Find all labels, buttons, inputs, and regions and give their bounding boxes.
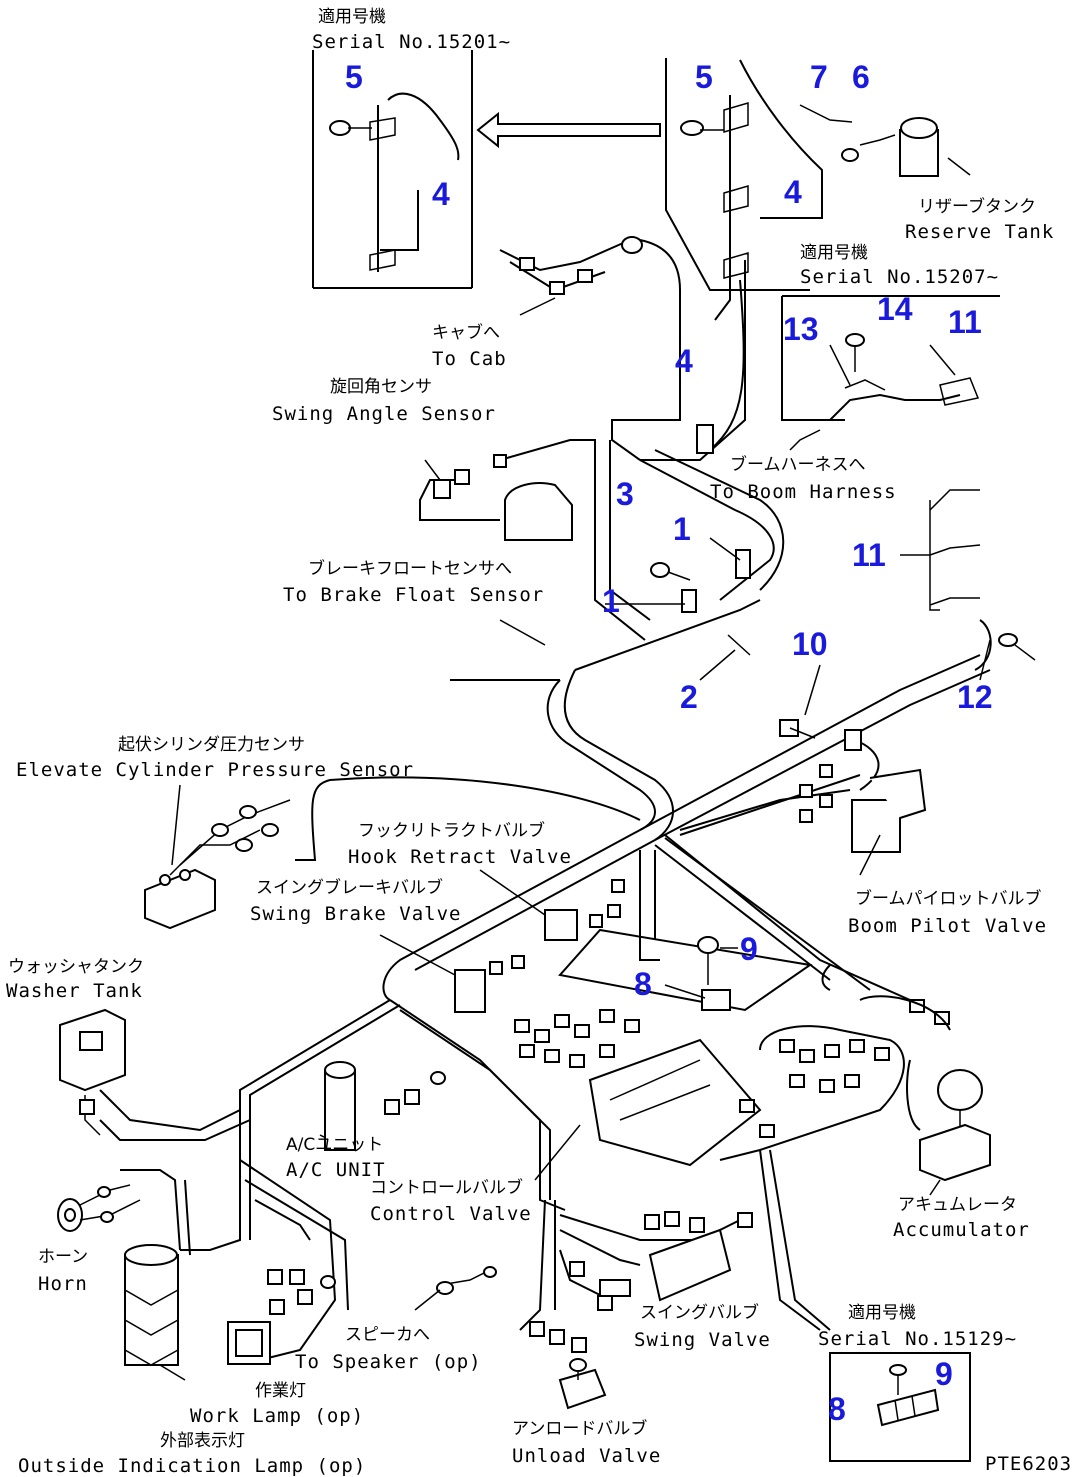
work-lamp-label-en: Work Lamp (op) [190, 1405, 364, 1427]
callout-12: 12 [957, 679, 993, 715]
callout-11: 11 [948, 304, 982, 340]
cab-label-jp: キャブへ [432, 322, 500, 343]
drawing-code: PTE6203 [985, 1453, 1072, 1475]
washer-tank-label-en: Washer Tank [6, 980, 143, 1002]
swing-angle-label-en: Swing Angle Sensor [272, 403, 496, 425]
swing-valve-label-jp: スイングバルブ [640, 1302, 759, 1323]
swing-valve-label-en: Swing Valve [634, 1329, 771, 1351]
labels: 適用号機 Serial No.15201~ リザーブタンク Reserve Ta… [6, 7, 1072, 1477]
boom-harness-label-jp: ブームハーネスへ [730, 454, 866, 475]
lower-valves [436, 1228, 732, 1410]
outside-lamp-label-en: Outside Indication Lamp (op) [18, 1455, 366, 1477]
accumulator [906, 1059, 991, 1182]
accumulator-label-jp: アキュムレータ [898, 1195, 1017, 1215]
work-lamp [227, 1321, 271, 1365]
inset-frame-bottom-right [829, 1352, 971, 1462]
valves-mid [379, 869, 625, 1013]
cab-harness [665, 58, 971, 321]
callout-11: 11 [852, 537, 886, 573]
callout-8: 8 [634, 966, 652, 1002]
speaker-label-en: To Speaker (op) [295, 1351, 482, 1373]
serial-label-en: Serial No.15207~ [800, 266, 999, 288]
callout-2: 2 [680, 679, 698, 715]
horn [57, 1184, 141, 1232]
horn-label-en: Horn [38, 1273, 88, 1295]
direction-arrow [476, 111, 661, 149]
swing-angle-sensor [419, 260, 746, 641]
callout-4: 4 [432, 176, 450, 212]
elevate-label-jp: 起伏シリンダ圧力センサ [118, 735, 305, 755]
work-lamp-label-jp: 作業灯 [255, 1381, 306, 1401]
inset-harness [329, 92, 460, 272]
boom-pilot-label-en: Boom Pilot Valve [848, 915, 1047, 937]
swing-brake-label-en: Swing Brake Valve [250, 903, 461, 925]
accumulator-label-en: Accumulator [893, 1219, 1030, 1241]
horn-label-jp: ホーン [38, 1247, 88, 1267]
callout-1: 1 [602, 583, 620, 619]
cab-connectors [499, 236, 681, 461]
speaker-label-jp: スピーカへ [345, 1325, 430, 1345]
callouts: 5 4 5 7 6 4 13 14 11 4 3 1 1 2 10 11 12 … [345, 59, 993, 1427]
outside-lamp-label-jp: 外部表示灯 [160, 1431, 245, 1451]
inset-frame-top-left [312, 50, 473, 289]
callout-14: 14 [877, 291, 913, 327]
ac-unit-label-en: A/C UNIT [286, 1159, 386, 1181]
outside-indication-lamp [124, 1244, 179, 1366]
serial-label-jp: 適用号機 [848, 1303, 916, 1323]
ac-unit-label-jp: A/Cユニット [286, 1135, 383, 1155]
serial-label-jp: 適用号機 [800, 243, 868, 263]
inset-frame-boom [781, 295, 1000, 421]
ac-unit [324, 1061, 356, 1151]
serial-label-en: Serial No.15129~ [818, 1328, 1017, 1350]
boom-pilot-label-jp: ブームパイロットバルブ [855, 888, 1042, 909]
callout-5: 5 [345, 59, 363, 95]
callout-10: 10 [792, 626, 828, 662]
unload-valve-label-en: Unload Valve [512, 1445, 661, 1467]
control-valve-label-jp: コントロールバルブ [370, 1177, 523, 1198]
swing-angle-label-jp: 旋回角センサ [330, 377, 432, 397]
callout-4: 4 [784, 174, 802, 210]
callout-6: 6 [852, 59, 870, 95]
serial-label-en: Serial No.15201~ [312, 31, 511, 53]
control-valve-connectors [514, 999, 950, 1138]
reserve-tank-label-jp: リザーブタンク [918, 196, 1036, 217]
washer-tank-label-jp: ウォッシャタンク [8, 957, 144, 977]
brake-float-label-en: To Brake Float Sensor [283, 584, 544, 606]
reserve-tank-label-en: Reserve Tank [905, 221, 1054, 243]
callout-9: 9 [740, 931, 758, 967]
control-valve [514, 928, 951, 1331]
left-harness [99, 999, 753, 1361]
main-harness [295, 599, 992, 1001]
washer-tank [59, 1008, 126, 1136]
swing-brake-label-jp: スイングブレーキバルブ [256, 877, 443, 898]
callout-5: 5 [695, 59, 713, 95]
unload-valve-label-jp: アンロードバルブ [512, 1418, 647, 1439]
serial-label-jp: 適用号機 [318, 7, 386, 27]
callout-3: 3 [616, 476, 634, 512]
callout-8: 8 [828, 1391, 846, 1427]
callout-7: 7 [810, 59, 828, 95]
brake-float-label-jp: ブレーキフロートセンサへ [308, 558, 512, 579]
callout-9: 9 [935, 1356, 953, 1392]
control-valve-label-en: Control Valve [370, 1203, 532, 1225]
boom-harness-label-en: To Boom Harness [710, 481, 897, 503]
callout-4: 4 [675, 343, 693, 379]
callout-1: 1 [673, 511, 691, 547]
boom-pilot-valve [799, 764, 927, 853]
leader-lines [159, 344, 991, 1381]
inset-valve-detail [876, 1364, 940, 1427]
hook-retract-label-en: Hook Retract Valve [348, 846, 572, 868]
elevate-cylinder-sensor [144, 784, 291, 930]
elevate-label-en: Elevate Cylinder Pressure Sensor [16, 759, 414, 781]
cab-label-en: To Cab [432, 348, 507, 370]
hook-retract-label-jp: フックリトラクトバルブ [358, 820, 545, 841]
callout-13: 13 [783, 311, 819, 347]
boom-harness [639, 333, 1036, 661]
